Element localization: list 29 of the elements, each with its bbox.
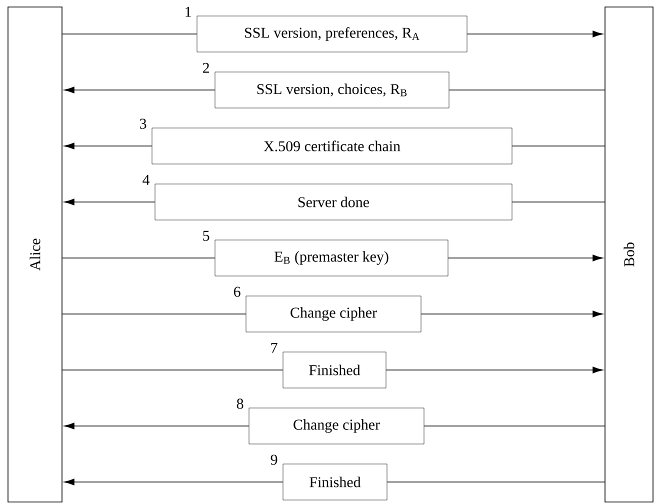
arrow xyxy=(64,142,152,150)
step-number: 9 xyxy=(270,454,278,465)
arrow xyxy=(64,478,284,486)
arrow xyxy=(448,254,603,262)
step-number: 8 xyxy=(236,398,244,409)
lifeline-bar: Alice xyxy=(8,6,62,502)
arrow xyxy=(64,86,216,94)
lifeline-bar: Bob xyxy=(604,6,654,502)
arrow xyxy=(466,30,603,38)
step-number: 5 xyxy=(203,230,210,241)
message-box: Finished xyxy=(282,464,388,500)
message-box: X.509 certificate chain xyxy=(152,128,512,164)
message-box: Change cipher xyxy=(248,408,424,444)
step-number: 4 xyxy=(142,174,150,185)
message-box: SSL version, preferences, R$_{A}$ xyxy=(196,16,468,52)
message-box: E$_{B}$ (premaster key) xyxy=(214,240,448,276)
step-number: 7 xyxy=(271,342,278,353)
message-box: Server done xyxy=(154,184,512,220)
message-box: Finished xyxy=(282,352,386,388)
arrow xyxy=(420,310,603,318)
message-box: SSL version, choices, R$_{B}$ xyxy=(214,72,450,108)
step-number: 1 xyxy=(186,6,191,17)
arrow xyxy=(64,422,250,430)
arrow xyxy=(386,366,603,374)
step-number: 2 xyxy=(202,62,209,73)
arrow xyxy=(64,198,156,206)
step-number: 3 xyxy=(140,118,146,129)
message-box: Change cipher xyxy=(246,296,422,332)
step-number: 6 xyxy=(234,286,240,297)
